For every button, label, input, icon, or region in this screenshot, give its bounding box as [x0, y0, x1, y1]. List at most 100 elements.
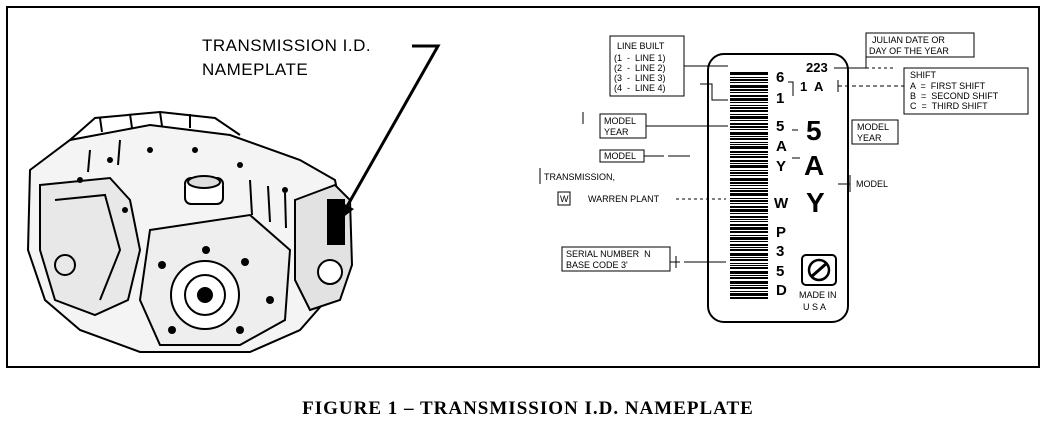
- barcode-bar: [730, 105, 768, 106]
- transmission-illustration: [26, 110, 354, 353]
- line-built-item-1: (1 - LINE 1): [614, 53, 666, 63]
- barcode-bar: [730, 123, 768, 125]
- barcode-bar: [730, 178, 768, 181]
- barcode-bar: [730, 224, 768, 226]
- shift-item-a: A = FIRST SHIFT: [910, 81, 986, 91]
- plate-ticks: [788, 81, 800, 159]
- serial-box: SERIAL NUMBER N BASE CODE 3': [561, 246, 671, 272]
- barcode-bar: [730, 165, 768, 168]
- barcode: [730, 72, 768, 299]
- barcode-bar: [730, 98, 768, 101]
- char-model-1: A: [776, 138, 787, 155]
- barcode-bar: [730, 277, 768, 279]
- barcode-bar: [730, 95, 768, 97]
- char-model-2: Y: [776, 158, 786, 175]
- barcode-bar: [730, 293, 768, 296]
- barcode-bar: [730, 193, 768, 196]
- char-serial-2: 3: [776, 243, 784, 260]
- made-in-label: MADE IN: [799, 290, 837, 300]
- barcode-bar: [730, 170, 768, 171]
- barcode-bar: [730, 263, 768, 264]
- warren-label: WARREN PLANT: [588, 194, 660, 204]
- barcode-bar: [730, 89, 768, 91]
- transmission-label: TRANSMISSION,: [544, 172, 615, 182]
- barcode-bar: [730, 163, 768, 164]
- barcode-bar: [730, 297, 768, 299]
- line-built-leaders: [684, 65, 728, 101]
- barcode-bar: [730, 110, 768, 112]
- callout-line-1: TRANSMISSION I.D.: [202, 36, 372, 55]
- model-year-right-1: MODEL: [857, 122, 889, 132]
- model-year-right-box: MODEL YEAR: [851, 119, 899, 145]
- model-left-box: MODEL: [599, 149, 645, 163]
- barcode-bar: [730, 136, 768, 137]
- barcode-bar: [730, 92, 768, 93]
- barcode-bar: [730, 206, 768, 208]
- barcode-bar: [730, 285, 768, 286]
- barcode-bar: [730, 146, 768, 149]
- barcode-bar: [730, 231, 768, 233]
- barcode-bar: [730, 249, 768, 251]
- char-serial-1: P: [776, 224, 786, 241]
- barcode-bar: [730, 154, 768, 155]
- shift-box: SHIFT A = FIRST SHIFT B = SECOND SHIFT C…: [903, 67, 1029, 115]
- barcode-bar: [730, 287, 768, 289]
- barcode-bar: [730, 120, 768, 121]
- barcode-bar: [730, 156, 768, 158]
- model-year-left-2: YEAR: [604, 127, 629, 137]
- barcode-bar: [730, 267, 768, 269]
- barcode-bar: [730, 275, 768, 276]
- big-char-model-1: A: [804, 150, 824, 181]
- big-char-model-2: Y: [806, 187, 825, 218]
- barcode-bar: [730, 237, 768, 240]
- serial-leader: [670, 256, 726, 268]
- barcode-bar: [730, 198, 768, 199]
- julian-number: 223: [806, 60, 828, 75]
- figure-frame: [6, 6, 1040, 368]
- barcode-bar: [730, 221, 768, 222]
- callout-line-2: NAMEPLATE: [202, 60, 309, 79]
- line-built-item-3: (3 - LINE 3): [614, 73, 666, 83]
- shift-code: 1 A: [800, 79, 824, 94]
- barcode-bar: [730, 172, 768, 174]
- barcode-bar: [730, 203, 768, 204]
- barcode-bar: [730, 216, 768, 218]
- barcode-bar: [730, 241, 768, 242]
- barcode-bar: [730, 77, 768, 78]
- line-built-item-2: (2 - LINE 2): [614, 63, 666, 73]
- figure-caption: FIGURE 1 – TRANSMISSION I.D. NAMEPLATE: [302, 398, 754, 419]
- callout-arrow: [343, 44, 441, 211]
- char-plant: W: [774, 195, 789, 212]
- barcode-bar: [730, 151, 768, 153]
- barcode-bar: [730, 85, 768, 88]
- line-built-box: LINE BUILT (1 - LINE 1) (2 - LINE 2) (3 …: [609, 35, 685, 97]
- barcode-bar: [730, 185, 768, 186]
- model-right-label: MODEL: [856, 179, 888, 189]
- line-built-title: LINE BUILT: [617, 41, 665, 51]
- barcode-bar: [730, 126, 768, 128]
- barcode-bar: [730, 244, 768, 246]
- barcode-bar: [730, 82, 768, 83]
- barcode-bar: [730, 291, 768, 292]
- barcode-bar: [730, 107, 768, 109]
- char-model-year: 5: [776, 118, 784, 135]
- barcode-bar: [730, 175, 768, 176]
- barcode-bar: [730, 138, 768, 140]
- barcode-bar: [730, 72, 768, 75]
- barcode-bar: [730, 235, 768, 236]
- barcode-bar: [730, 227, 768, 230]
- barcode-bar: [730, 253, 768, 256]
- barcode-bar: [730, 190, 768, 192]
- nameplate-callout: TRANSMISSION I.D. NAMEPLATE: [202, 34, 371, 82]
- barcode-bar: [730, 132, 768, 135]
- model-right-box: MODEL: [838, 175, 888, 192]
- serial-label-2: BASE CODE 3': [566, 260, 628, 270]
- barcode-bar: [730, 200, 768, 202]
- transmission-label-box: TRANSMISSION, W WARREN PLANT: [539, 168, 660, 206]
- line-built-item-4: (4 - LINE 4): [614, 83, 666, 93]
- vertical-characters: 6 1 5 A Y W P 3 5 D: [774, 69, 789, 299]
- barcode-bar: [730, 257, 768, 258]
- julian-label-1: JULIAN DATE OR: [872, 35, 945, 45]
- shift-item-b: B = SECOND SHIFT: [910, 91, 999, 101]
- char-line-built-2: 1: [776, 90, 784, 107]
